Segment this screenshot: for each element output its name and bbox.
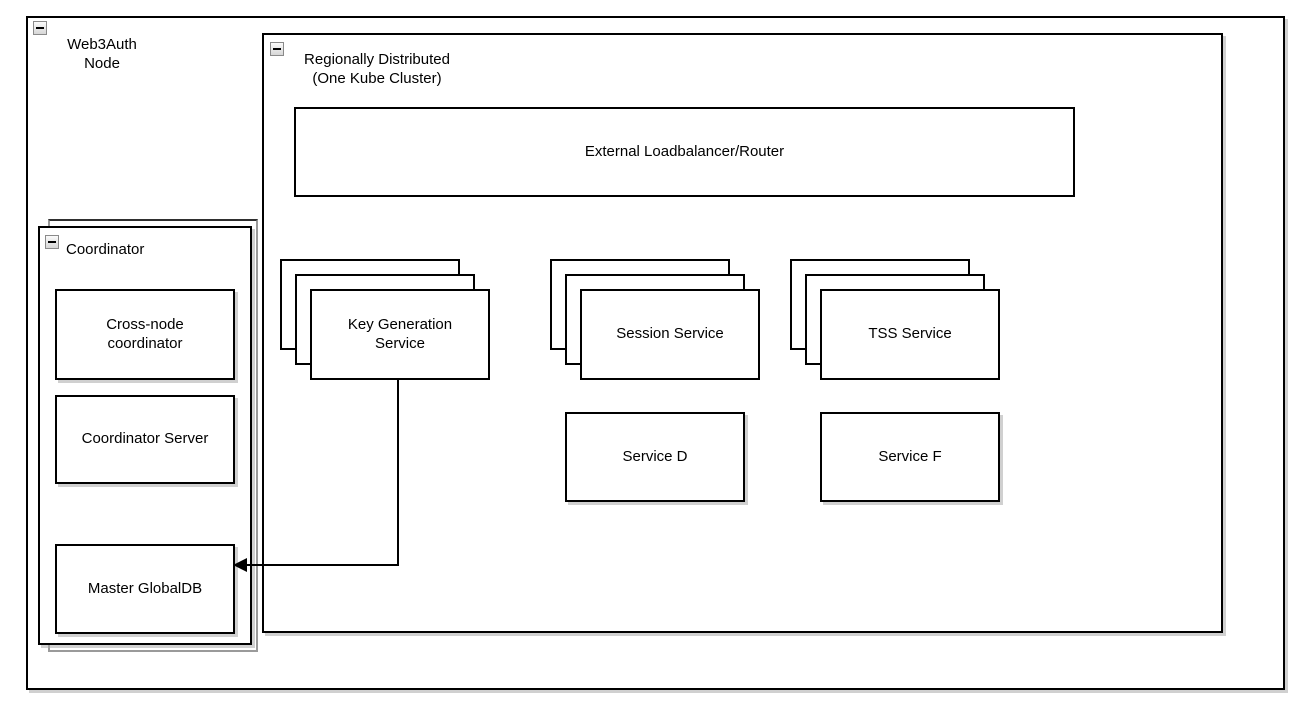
container-regionally-distributed-label: Regionally Distributed (One Kube Cluster… [304, 51, 450, 87]
edge-vertical-segment [397, 378, 399, 566]
node-key-generation-service-label: Key Generation Service [347, 315, 453, 352]
node-service-f[interactable]: Service F [820, 412, 1000, 502]
collapse-minus-icon[interactable] [33, 21, 47, 35]
container-regionally-distributed[interactable]: Regionally Distributed (One Kube Cluster… [262, 33, 1223, 633]
node-coordinator-server[interactable]: Coordinator Server [55, 395, 235, 484]
node-tss-service[interactable]: TSS Service [820, 289, 1000, 380]
node-service-f-label: Service F [878, 447, 942, 465]
node-external-loadbalancer-label: External Loadbalancer/Router [584, 142, 785, 160]
node-session-service[interactable]: Session Service [580, 289, 760, 380]
arrowhead-left-icon [233, 558, 247, 572]
node-key-generation-service-stack[interactable]: Key Generation Service [280, 259, 490, 380]
container-web3auth-node-label: Web3Auth Node [67, 36, 137, 72]
node-cross-node-coordinator[interactable]: Cross-node coordinator [55, 289, 235, 380]
node-service-d-label: Service D [622, 447, 688, 465]
collapse-minus-icon[interactable] [270, 42, 284, 56]
node-key-generation-service[interactable]: Key Generation Service [310, 289, 490, 380]
node-tss-service-label: TSS Service [868, 325, 952, 343]
container-coordinator-label: Coordinator [66, 241, 145, 258]
node-coordinator-server-label: Coordinator Server [81, 430, 209, 448]
container-coordinator[interactable]: Coordinator Cross-node coordinator Coord… [38, 226, 252, 645]
node-session-service-label: Session Service [616, 325, 724, 343]
node-external-loadbalancer[interactable]: External Loadbalancer/Router [294, 107, 1075, 197]
node-session-service-stack[interactable]: Session Service [550, 259, 760, 380]
collapse-minus-icon[interactable] [45, 235, 59, 249]
node-master-globaldb[interactable]: Master GlobalDB [55, 544, 235, 634]
node-tss-service-stack[interactable]: TSS Service [790, 259, 1000, 380]
edge-horizontal-segment [244, 564, 399, 566]
node-master-globaldb-label: Master GlobalDB [87, 579, 203, 597]
node-service-d[interactable]: Service D [565, 412, 745, 502]
node-cross-node-coordinator-label: Cross-node coordinator [106, 315, 184, 352]
